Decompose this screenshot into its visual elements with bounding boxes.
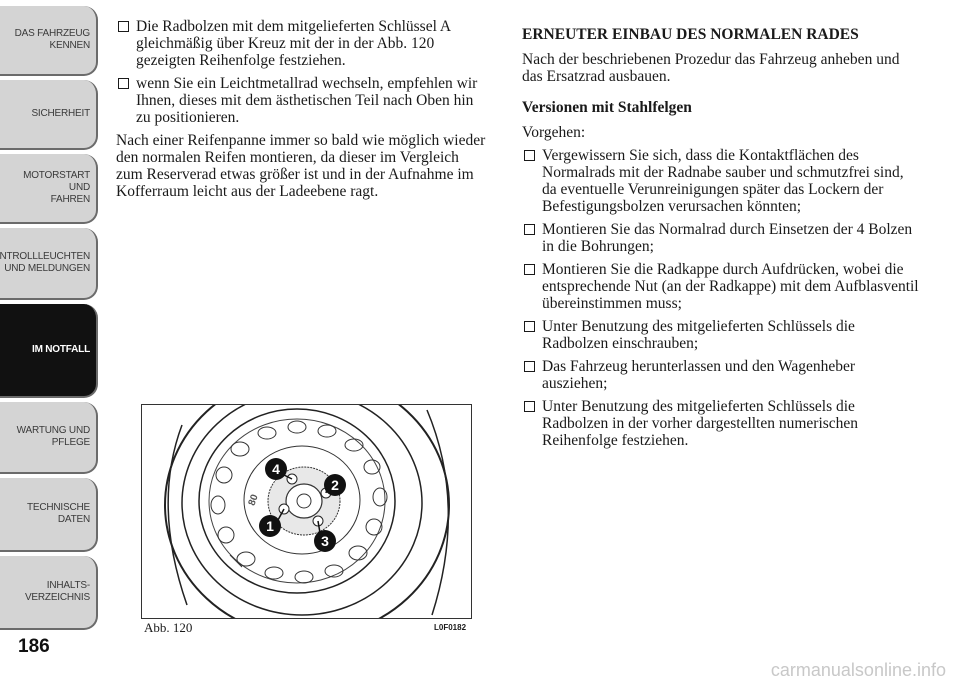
tab-wartung-und-pflege[interactable]: WARTUNG UND PFLEGE (0, 402, 98, 474)
checkbox-bullet-icon (118, 78, 129, 89)
tab-sicherheit[interactable]: SICHERHEIT (0, 80, 98, 150)
list-item-text: Montieren Sie die Radkappe durch Aufdrüc… (542, 261, 919, 312)
paragraph: Nach einer Reifenpanne immer so bald wie… (116, 132, 486, 200)
checkbox-bullet-icon (118, 21, 129, 32)
tab-das-fahrzeug-kennen[interactable]: DAS FAHRZEUG KENNEN (0, 6, 98, 76)
left-column: Die Radbolzen mit dem mitgelieferten Sch… (116, 18, 486, 206)
wheel-figure: 4 2 1 3 80 (141, 404, 472, 619)
figure-caption: Abb. 120 (144, 620, 193, 635)
tab-label: IM NOTFALL (32, 344, 90, 355)
list-item-text: Unter Benutzung des mitgelieferten Schlü… (542, 398, 859, 449)
list-item: wenn Sie ein Leichtmetallrad wechseln, e… (116, 75, 486, 126)
tab-im-notfall[interactable]: IM NOTFALL (0, 304, 98, 398)
tab-inhaltsverzeichnis[interactable]: INHALTS- VERZEICHNIS (0, 556, 98, 630)
page-number: 186 (18, 636, 50, 657)
list-item: Das Fahrzeug herunterlassen und den Wage… (522, 358, 922, 392)
list-item: Die Radbolzen mit dem mitgelieferten Sch… (116, 18, 486, 69)
checkbox-bullet-icon (524, 321, 535, 332)
list-item-text: Die Radbolzen mit dem mitgelieferten Sch… (136, 18, 451, 69)
right-column: ERNEUTER EINBAU DES NORMALEN RADES Nach … (522, 26, 922, 455)
checkbox-bullet-icon (524, 401, 535, 412)
tab-label: TECHNISCHE DATEN (26, 502, 90, 525)
tab-label: DAS FAHRZEUG KENNEN (14, 28, 91, 51)
list-item-text: Das Fahrzeug herunterlassen und den Wage… (542, 358, 856, 392)
intro-paragraph: Nach der beschriebenen Prozedur das Fahr… (522, 51, 900, 85)
list-item-text: wenn Sie ein Leichtmetallrad wechseln, e… (136, 75, 478, 126)
bolt-number-label: 2 (331, 477, 339, 493)
list-item-text: Montieren Sie das Normalrad durch Einset… (542, 221, 913, 255)
section-heading: ERNEUTER EINBAU DES NORMALEN RADES (522, 26, 859, 43)
bolt-number-label: 4 (272, 461, 280, 477)
tab-label: SICHERHEIT (31, 108, 90, 119)
tab-motorstart-und-fahren[interactable]: MOTORSTART UND FAHREN (0, 154, 98, 224)
list-item: Montieren Sie das Normalrad durch Einset… (522, 221, 922, 255)
tab-technische-daten[interactable]: TECHNISCHE DATEN (0, 478, 98, 552)
procedure-label: Vorgehen: (522, 124, 586, 141)
bolt-number-label: 1 (266, 518, 274, 534)
tab-label: INHALTS- VERZEICHNIS (24, 580, 90, 603)
checkbox-bullet-icon (524, 224, 535, 235)
list-item: Unter Benutzung des mitgelieferten Schlü… (522, 318, 922, 352)
tab-label: KONTROLLLEUCHTEN UND MELDUNGEN (0, 251, 90, 274)
bolt-number-label: 3 (321, 533, 329, 549)
wheel-illustration: 4 2 1 3 80 (164, 405, 450, 618)
checkbox-bullet-icon (524, 361, 535, 372)
checkbox-bullet-icon (524, 150, 535, 161)
tire-marking: 80 (247, 493, 261, 508)
list-item-text: Vergewissern Sie sich, dass die Kontaktf… (542, 147, 904, 215)
list-item: Montieren Sie die Radkappe durch Aufdrüc… (522, 261, 922, 312)
watermark: carmanualsonline.info (770, 660, 946, 680)
list-item-text: Unter Benutzung des mitgelieferten Schlü… (542, 318, 855, 352)
list-item: Vergewissern Sie sich, dass die Kontaktf… (522, 147, 922, 215)
tab-kontrollleuchten[interactable]: KONTROLLLEUCHTEN UND MELDUNGEN (0, 228, 98, 300)
list-item: Unter Benutzung des mitgelieferten Schlü… (522, 398, 922, 449)
tab-label: WARTUNG UND PFLEGE (16, 425, 91, 448)
subheading: Versionen mit Stahlfelgen (522, 99, 692, 116)
tab-label: MOTORSTART UND FAHREN (23, 170, 90, 205)
checkbox-bullet-icon (524, 264, 535, 275)
figure-code: L0F0182 (434, 623, 467, 632)
